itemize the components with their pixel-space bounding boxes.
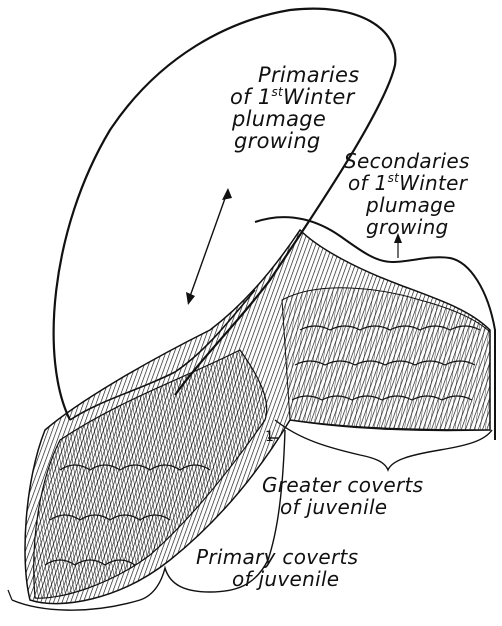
label-secondaries-line2-sup: st	[388, 171, 400, 185]
label-primaries-line3: plumage	[232, 108, 360, 130]
label-greater-coverts-line2: of juvenile	[280, 496, 423, 518]
label-primaries-line2-sup: st	[271, 85, 283, 99]
label-secondaries-line2-post: Winter	[399, 171, 467, 195]
label-primaries-line2-post: Winter	[283, 85, 355, 109]
label-primaries-line2-pre: of 1	[230, 85, 271, 109]
label-primary-coverts-line1: Primary coverts	[196, 546, 358, 568]
label-secondaries-line4: growing	[366, 216, 470, 238]
label-secondaries-line2-pre: of 1	[348, 171, 388, 195]
label-greater-coverts-line1: Greater coverts	[262, 474, 423, 496]
label-scale-mark: 1	[265, 426, 274, 448]
label-primary-coverts: Primary coverts of juvenile	[196, 546, 358, 590]
label-primaries-line4: growing	[234, 130, 360, 152]
label-secondaries-line2: of 1stWinter	[348, 172, 470, 194]
label-greater-coverts: Greater coverts of juvenile	[262, 474, 423, 518]
label-primary-coverts-line2: of juvenile	[232, 568, 358, 590]
label-secondaries-line1: Secondaries	[344, 150, 470, 172]
label-primaries: Primaries of 1stWinter plumage growing	[230, 64, 360, 152]
label-secondaries: Secondaries of 1stWinter plumage growing	[344, 150, 470, 238]
label-secondaries-line3: plumage	[366, 194, 470, 216]
label-primaries-line1: Primaries	[258, 64, 360, 86]
primaries-arrow	[188, 190, 228, 302]
label-primaries-line2: of 1stWinter	[230, 86, 360, 108]
